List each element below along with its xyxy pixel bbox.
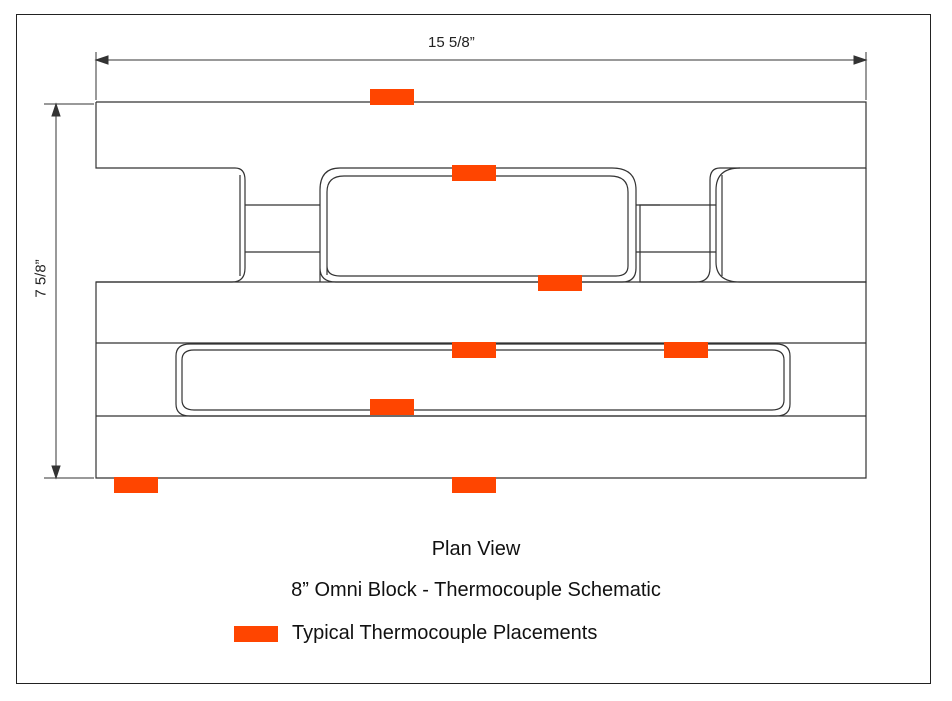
height-dimension-label: 7 5/8” (32, 259, 50, 298)
thermocouple-markers (114, 89, 708, 493)
thermocouple-marker-7 (114, 477, 158, 493)
thermocouple-marker-4 (452, 342, 496, 358)
thermocouple-marker-1 (370, 89, 414, 105)
legend-label: Typical Thermocouple Placements (292, 622, 598, 644)
diagram-frame (16, 14, 931, 684)
dimension-lines (44, 52, 868, 480)
block-outline (95, 101, 867, 479)
view-caption: Plan View (431, 538, 521, 560)
thermocouple-marker-3 (538, 275, 582, 291)
width-dimension-label: 15 5/8” (428, 34, 475, 51)
thermocouple-marker-6 (370, 399, 414, 415)
thermocouple-marker-5 (664, 342, 708, 358)
thermocouple-marker-8 (452, 477, 496, 493)
thermocouple-marker-2 (452, 165, 496, 181)
legend: Typical Thermocouple Placements (234, 622, 597, 645)
diagram-title: 8” Omni Block - Thermocouple Schematic (291, 579, 661, 601)
legend-swatch (234, 625, 278, 642)
